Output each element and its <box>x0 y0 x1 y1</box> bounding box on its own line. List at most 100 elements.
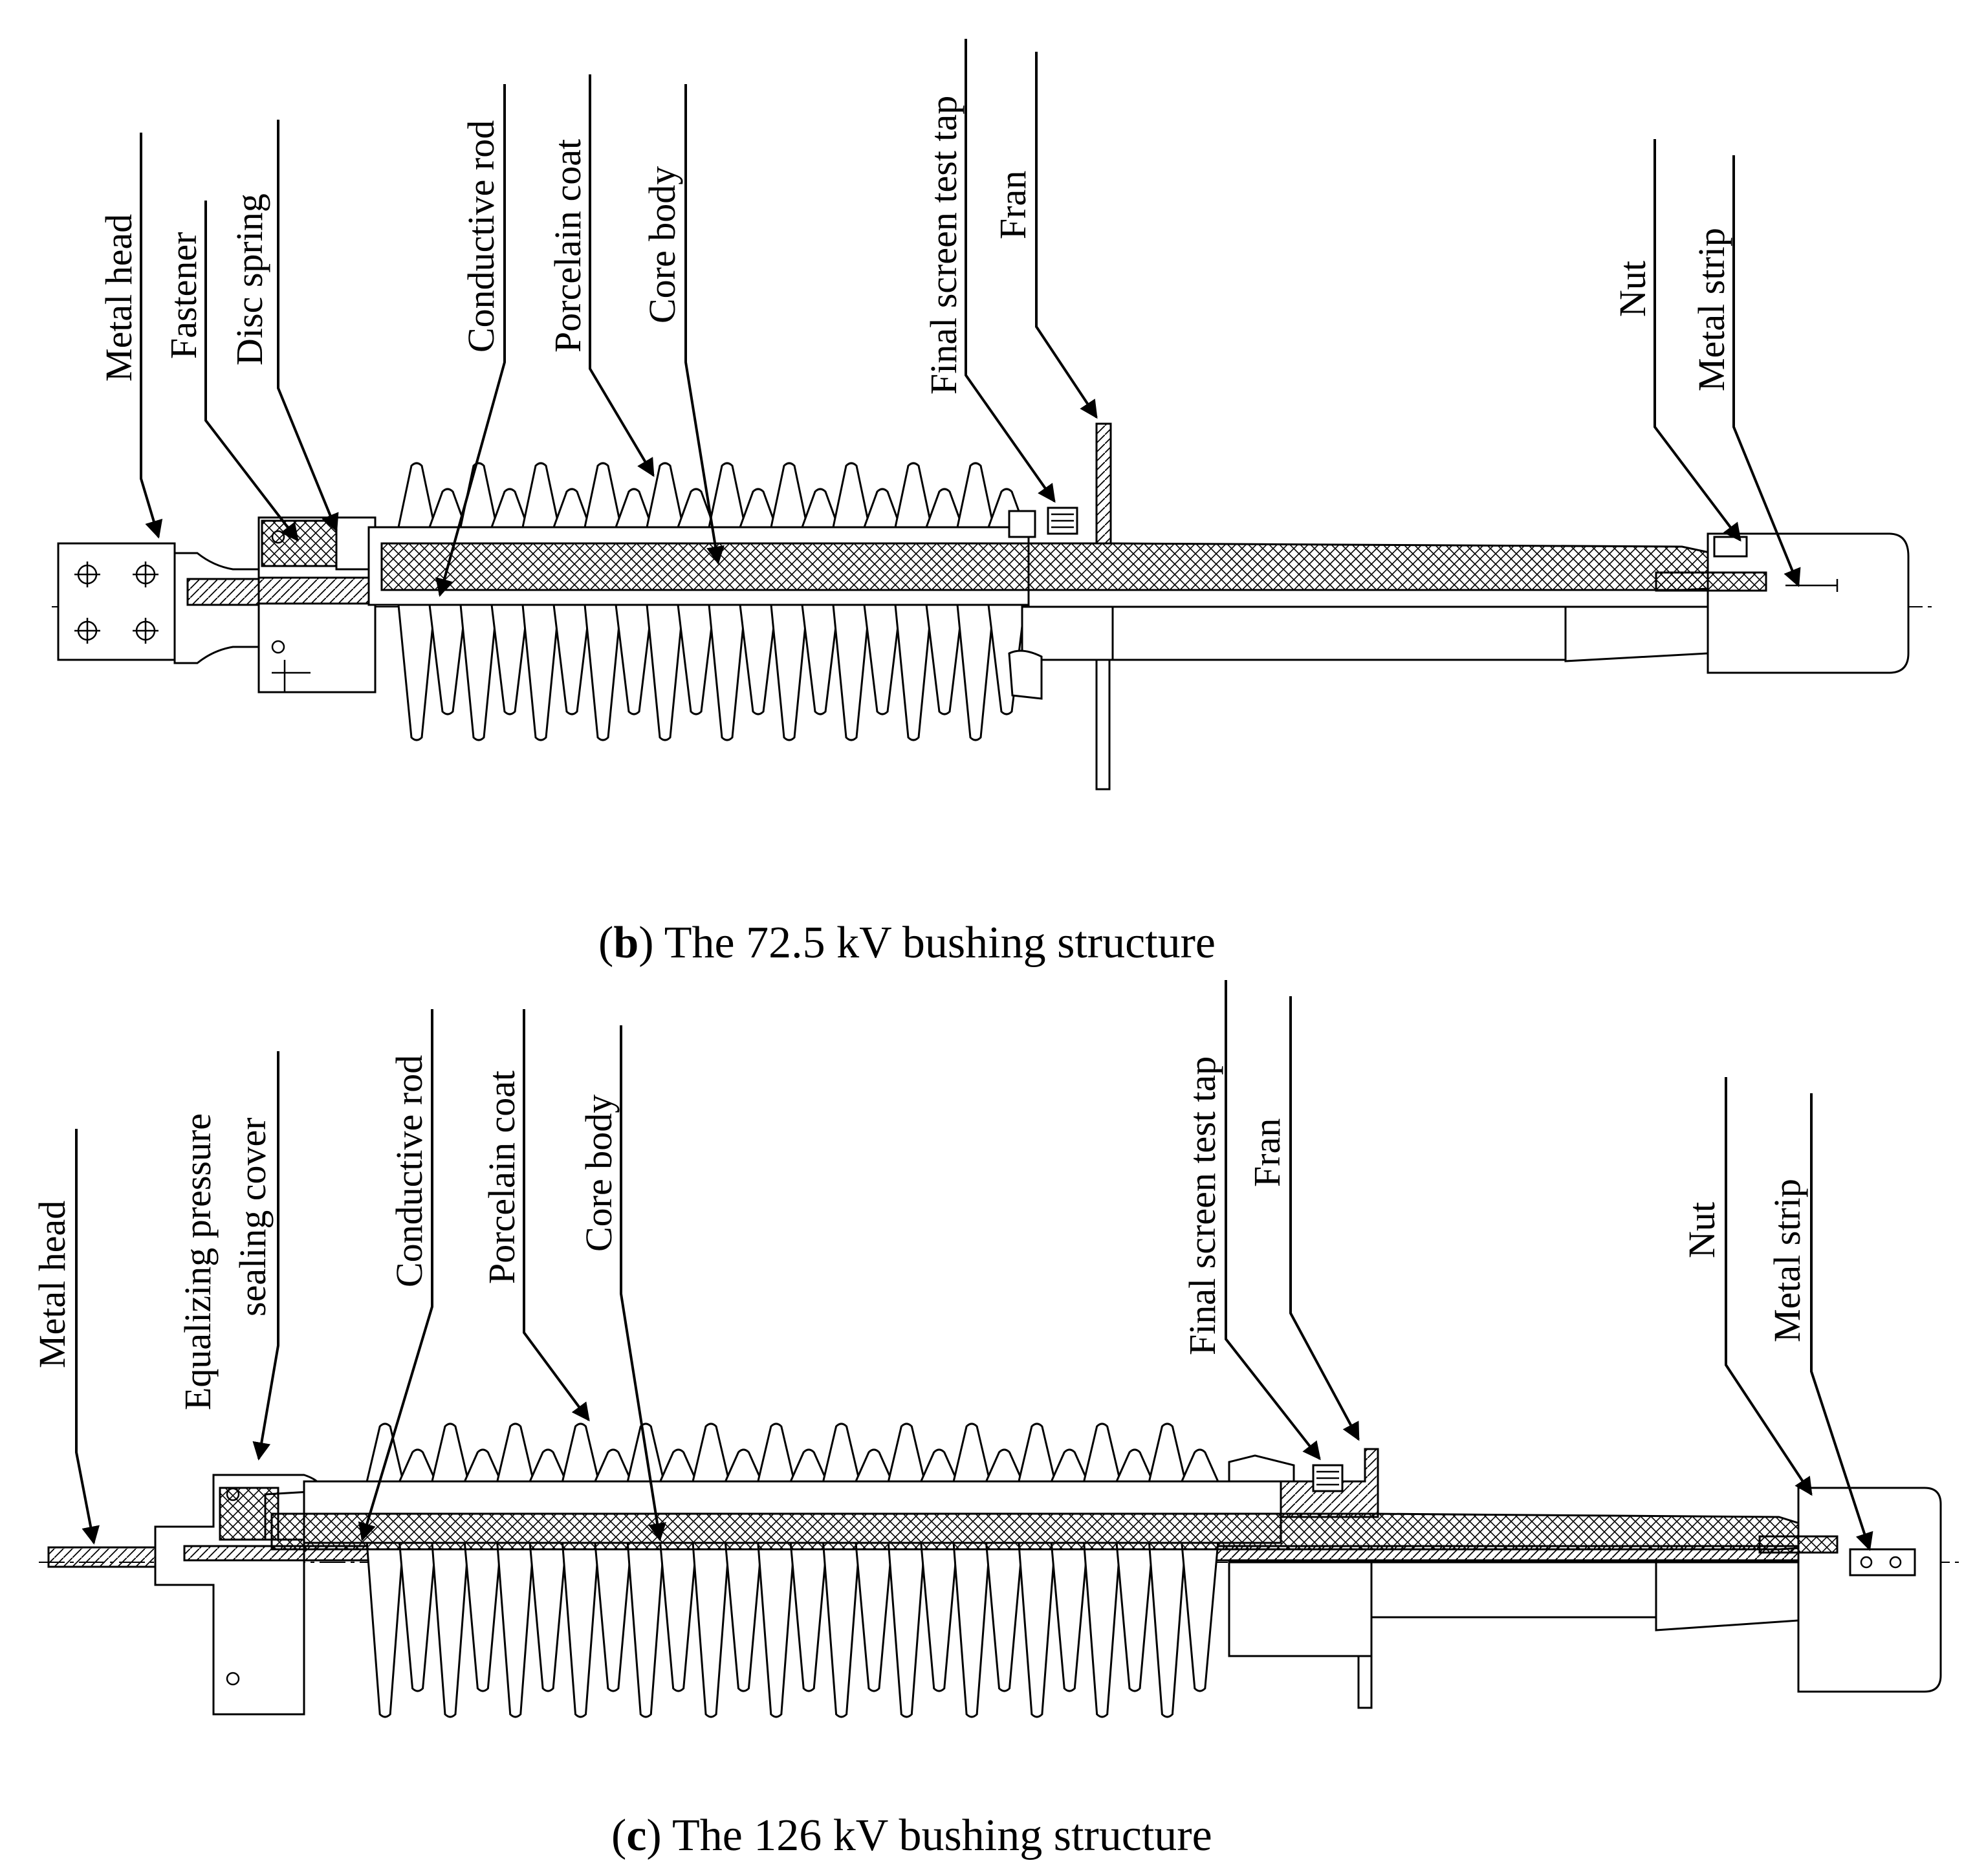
metal-head-part <box>57 542 267 664</box>
shed-bottom <box>832 604 871 741</box>
leader-metal-head-c <box>75 1129 100 1545</box>
shed-top <box>562 1423 600 1482</box>
bushing-126kv-diagram: Metal head Equalizing pressure sealing c… <box>31 980 1960 1860</box>
shed-bottom <box>724 1542 763 1692</box>
shed-top <box>552 488 591 528</box>
shed-top <box>832 462 871 528</box>
shed-bottom <box>757 1542 796 1718</box>
shed-bottom <box>1083 1542 1122 1718</box>
shed-bottom <box>459 604 498 741</box>
label-core-body-c: Core body <box>578 1095 620 1252</box>
shed-bottom <box>366 1542 404 1718</box>
label-equalizing-line1-c: Equalizing pressure <box>177 1113 219 1410</box>
shed-bottom <box>490 604 529 715</box>
shed-top <box>708 462 747 528</box>
shed-bottom <box>521 604 560 741</box>
leader-fran-b <box>1035 52 1098 419</box>
shed-top <box>529 1448 567 1482</box>
label-metal-strip-b: Metal strip <box>1690 228 1732 391</box>
fastener-part <box>257 516 376 693</box>
shed-bottom <box>646 604 684 741</box>
shed-bottom <box>887 1542 926 1718</box>
shed-bottom <box>562 1542 600 1718</box>
leader-fran-c <box>1289 996 1360 1441</box>
shed-bottom <box>626 1542 665 1718</box>
test-tap-part <box>1047 507 1078 535</box>
shed-bottom <box>431 1542 470 1718</box>
label-fastener-b: Fastener <box>162 232 204 360</box>
shed-bottom <box>855 1542 893 1692</box>
shed-bottom <box>529 1542 567 1692</box>
shed-top <box>770 462 809 528</box>
shed-top <box>659 1448 698 1482</box>
shed-bottom <box>770 604 809 741</box>
shed-bottom <box>552 604 591 715</box>
leader-metal-strip-c <box>1810 1093 1873 1551</box>
shed-top <box>1018 1423 1056 1482</box>
caption-c: (c) The 126 kV bushing structure <box>611 1811 1212 1860</box>
shed-top <box>366 1423 404 1482</box>
porcelain-coat-sheds-c <box>366 1423 1219 1718</box>
shed-top <box>1181 1448 1219 1482</box>
label-porcelain-coat-b: Porcelain coat <box>547 139 589 353</box>
label-fran-b: Fran <box>992 171 1034 239</box>
label-nut-b: Nut <box>1611 261 1653 317</box>
leader-lines-c <box>75 980 1873 1551</box>
shed-top <box>855 1448 893 1482</box>
shed-bottom <box>677 604 715 715</box>
shed-bottom <box>739 604 778 715</box>
shed-bottom <box>956 604 995 741</box>
label-nut-c: Nut <box>1681 1202 1723 1258</box>
caption-c-letter: c <box>626 1811 646 1860</box>
shed-top <box>894 462 933 528</box>
shed-top <box>956 462 995 528</box>
shed-bottom <box>863 604 902 715</box>
shed-top <box>490 488 529 528</box>
shed-bottom <box>1148 1542 1186 1718</box>
leader-metal-strip-b <box>1732 155 1801 587</box>
flange-part <box>1008 422 1112 791</box>
shed-bottom <box>463 1542 502 1692</box>
label-core-body-b: Core body <box>641 166 683 323</box>
core-body-part <box>380 542 1774 591</box>
shed-top <box>985 1448 1023 1482</box>
leader-nut-c <box>1725 1077 1813 1496</box>
equalizing-cover-part <box>154 1474 322 1716</box>
leader-lines-b <box>140 39 1801 597</box>
shed-top <box>863 488 902 528</box>
shed-top <box>1050 1448 1089 1482</box>
label-metal-head-c: Metal head <box>31 1201 73 1368</box>
leader-porcelain-coat-c <box>523 1009 590 1422</box>
label-metal-strip-c: Metal strip <box>1766 1179 1808 1342</box>
shed-top <box>398 1448 437 1482</box>
shed-bottom <box>397 604 436 741</box>
label-disc-spring-b: Disc spring <box>228 193 270 365</box>
shed-bottom <box>398 1542 437 1692</box>
leader-core-body-c <box>620 1025 666 1542</box>
leader-conductive-rod-b <box>435 84 506 597</box>
shed-top <box>677 488 715 528</box>
shed-top <box>757 1423 796 1482</box>
shed-top <box>952 1423 991 1482</box>
caption-b: (b) The 72.5 kV bushing structure <box>598 918 1216 968</box>
bushing-72kv-diagram: Metal head Fastener Disc spring Conducti… <box>52 39 1934 968</box>
test-tap-part-c <box>1312 1464 1344 1492</box>
leader-fastener-b <box>204 201 299 542</box>
shed-top <box>739 488 778 528</box>
metal-head-part-c <box>47 1546 173 1568</box>
shed-bottom <box>496 1542 535 1718</box>
leader-porcelain-coat-b <box>589 74 655 477</box>
shed-bottom <box>428 604 467 715</box>
shed-top <box>428 488 467 528</box>
leader-test-tap-b <box>965 39 1056 503</box>
caption-b-text: The 72.5 kV bushing structure <box>654 918 1216 968</box>
shed-bottom <box>1050 1542 1089 1692</box>
shed-top <box>646 462 684 528</box>
shed-bottom <box>894 604 933 741</box>
shed-top <box>459 462 498 528</box>
leader-equalizing-c <box>252 1051 279 1461</box>
shed-bottom <box>615 604 653 715</box>
core-body-part-c <box>270 1512 1832 1551</box>
shed-top <box>615 488 653 528</box>
